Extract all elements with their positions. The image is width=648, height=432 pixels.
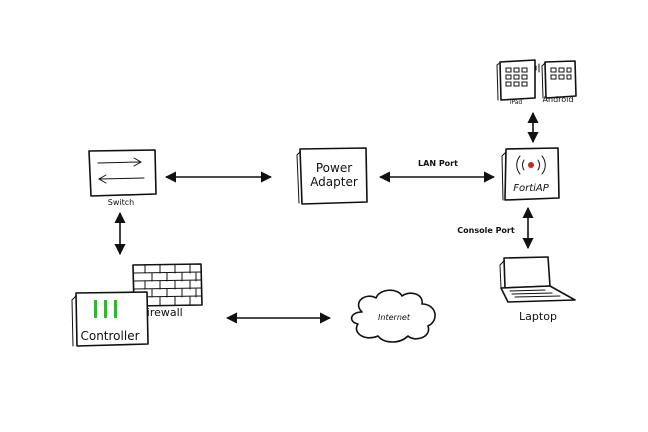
fortiap-label: FortiAP [513, 183, 550, 194]
laptop-screen [503, 256, 551, 289]
controller-status-bars-icon [94, 300, 117, 318]
laptop-keyboard [500, 285, 576, 303]
console-port-label: Console Port [457, 226, 515, 235]
internet-label: Internet [378, 313, 411, 322]
switch-box [88, 149, 157, 197]
lan-port-label: LAN Port [418, 159, 458, 168]
fortiap-box [504, 147, 560, 201]
firewall-node: Firewall [132, 263, 203, 319]
switch-node: Switch [88, 149, 157, 207]
laptop-node: Laptop [499, 256, 576, 323]
ipad-label: iPad [510, 99, 523, 106]
wifi-signal-icon [516, 155, 546, 175]
controller-label: Controller [80, 329, 139, 343]
app-grid-icon-android [550, 67, 572, 80]
switch-label: Switch [108, 198, 134, 207]
android-node: Android [535, 60, 577, 104]
android-label: Android [543, 95, 574, 104]
power-adapter-node: Power Adapter [296, 147, 368, 205]
switch-arrow-right [97, 161, 141, 164]
app-grid-icon [505, 67, 528, 87]
ipad-node: iPad [496, 59, 536, 106]
ipad-device [499, 59, 536, 101]
power-adapter-label-line2: Adapter [310, 175, 358, 189]
controller-node: Controller [71, 291, 149, 347]
laptop-label: Laptop [519, 310, 557, 323]
internet-node: Internet [350, 289, 436, 343]
firewall-label: Firewall [141, 306, 182, 319]
power-adapter-box [299, 147, 368, 205]
cloud-icon [350, 289, 436, 343]
fortiap-node: FortiAP [501, 147, 560, 201]
power-adapter-label-line1: Power [316, 161, 352, 175]
